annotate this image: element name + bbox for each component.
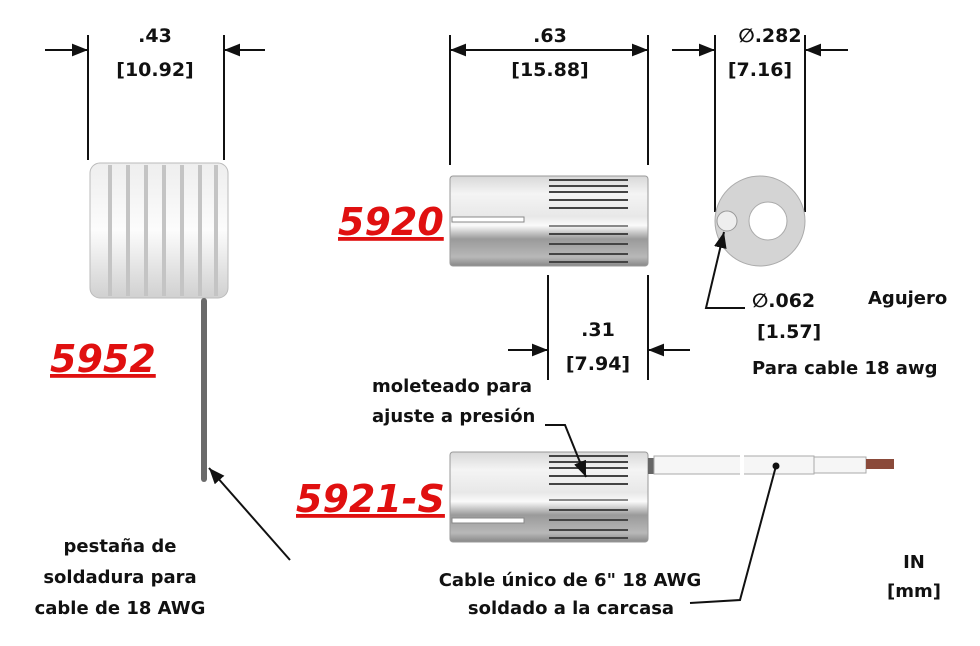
knurl-note-2: ajuste a presión bbox=[372, 406, 535, 427]
cable-note-2: soldado a la carcasa bbox=[468, 598, 674, 619]
cable-note-1: Cable único de 6" 18 AWG bbox=[439, 570, 702, 591]
part-number-5920: 5920 bbox=[338, 200, 444, 244]
dim-hole-mm: [1.57] bbox=[757, 321, 821, 343]
dim-5920-in: .63 bbox=[533, 25, 567, 47]
knurl-note-1: moleteado para bbox=[372, 376, 532, 397]
cable bbox=[653, 455, 815, 475]
dim-diameter-in: ∅.282 bbox=[738, 25, 801, 47]
part-number-5952: 5952 bbox=[50, 337, 156, 381]
units-in: IN bbox=[903, 552, 925, 573]
part-5952: .43 [10.92] 5952 pestaña de soldadura pa… bbox=[35, 25, 291, 619]
dim-5952-mm: [10.92] bbox=[116, 59, 193, 81]
dim-hole-in: ∅.062 bbox=[752, 290, 815, 312]
note-5952-2: soldadura para bbox=[43, 567, 196, 588]
cylinder-body bbox=[449, 451, 649, 543]
hole-note: Para cable 18 awg bbox=[752, 358, 937, 379]
part-5920: .63 [15.88] 5920 .31 [7.94] bbox=[338, 25, 690, 380]
copper-conductor bbox=[866, 459, 894, 469]
dim-knurl-mm: [7.94] bbox=[566, 353, 630, 375]
part-5921s: moleteado para ajuste a presión 5921-S C… bbox=[296, 376, 894, 619]
note-5952-1: pestaña de bbox=[64, 536, 177, 557]
dim-knurl-in: .31 bbox=[581, 319, 615, 341]
solder-tab bbox=[201, 298, 207, 482]
hole-label: Agujero bbox=[868, 288, 947, 309]
note-5952-3: cable de 18 AWG bbox=[35, 598, 206, 619]
part-number-5921s: 5921-S bbox=[296, 477, 445, 521]
dim-5920-mm: [15.88] bbox=[511, 59, 588, 81]
units-mm: [mm] bbox=[887, 581, 941, 602]
ribbed-cylinder bbox=[89, 162, 229, 299]
dim-diameter-mm: [7.16] bbox=[728, 59, 792, 81]
dim-5952-in: .43 bbox=[138, 25, 172, 47]
end-view: ∅.282 [7.16] ∅.062 Agujero [1.57] Para c… bbox=[672, 25, 947, 379]
